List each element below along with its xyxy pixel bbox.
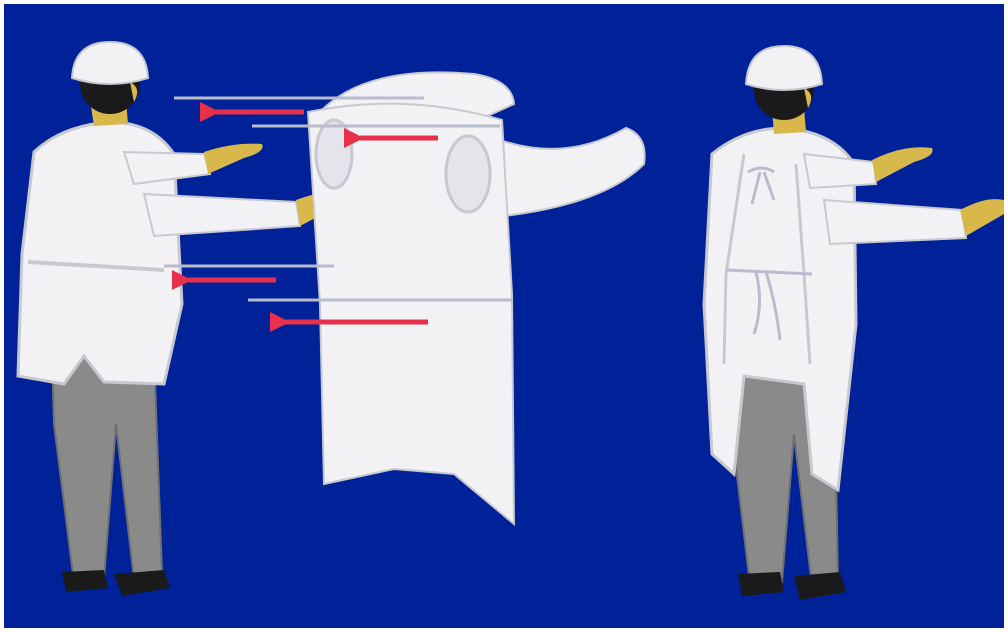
worker-right-shoe-right xyxy=(794,572,846,600)
worker-left-arm-lower xyxy=(144,194,300,236)
gown-armhole-left xyxy=(316,120,352,188)
worker-right-cap xyxy=(746,46,822,90)
worker-right xyxy=(704,46,1004,600)
gown-donning-illustration xyxy=(4,4,1004,628)
worker-right-hand-upper xyxy=(872,147,933,182)
worker-left-trousers xyxy=(52,354,162,582)
worker-right-arm-upper xyxy=(804,154,876,188)
worker-right-hand-lower xyxy=(960,199,1004,236)
worker-right-shoe-left xyxy=(738,572,784,596)
gown-armhole-right xyxy=(446,136,490,212)
worker-right-arm-lower xyxy=(824,200,966,244)
worker-left-arm-upper xyxy=(124,152,210,184)
worker-left-shoe-left xyxy=(62,570,108,592)
gown-sleeve-right xyxy=(494,128,645,216)
worker-left-hand-upper xyxy=(204,144,263,174)
isolation-gown xyxy=(308,72,645,524)
illustration-canvas xyxy=(4,4,1004,628)
worker-left-shoe-right xyxy=(114,570,170,596)
worker-left-cap xyxy=(72,42,148,84)
